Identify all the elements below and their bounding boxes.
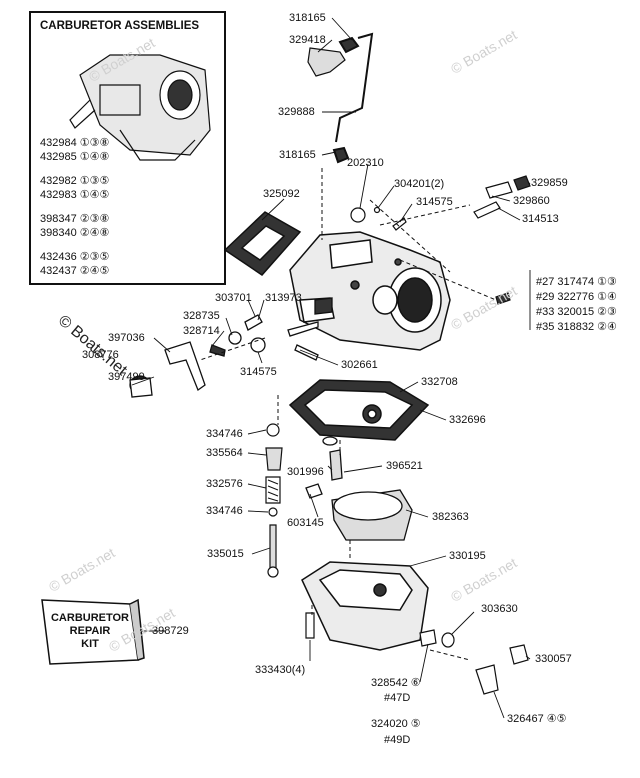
part-number-label: #47D: [384, 692, 411, 704]
bottom-hardware: [305, 612, 529, 695]
part-number-label: 328714: [183, 325, 220, 337]
part-number-label: 304201(2): [394, 178, 445, 190]
part-number-label: 396521: [386, 460, 423, 472]
repair-kit-box: [41, 598, 145, 665]
part-number-label: 318165: [279, 149, 316, 161]
part-number-label: 398729: [152, 625, 189, 637]
part-number-label: 332708: [421, 376, 458, 388]
part-number-label: 325092: [263, 188, 300, 200]
assemblies-box-frame: [29, 11, 226, 285]
float-bowl: [301, 561, 429, 651]
part-number-label: 397036: [108, 332, 145, 344]
jet-option: #27 317474 ①③: [536, 276, 617, 288]
repair-kit-label-line: KIT: [81, 638, 99, 650]
assembly-item: 432982 ①③⑤: [40, 175, 110, 187]
part-number-label: 314513: [522, 213, 559, 225]
part-number-label: 328735: [183, 310, 220, 322]
assembly-item: 398347 ②③⑧: [40, 213, 110, 225]
part-number-label: 326467 ④⑤: [507, 713, 567, 725]
leader-lines: [131, 17, 531, 719]
part-number-label: 314575: [240, 366, 277, 378]
part-number-label: 314575: [416, 196, 453, 208]
repair-kit-label-line: CARBURETOR: [50, 612, 130, 624]
part-number-label: 332696: [449, 414, 486, 426]
repair-kit-label-line: REPAIR: [69, 625, 111, 637]
assembly-item: 432436 ②③⑤: [40, 251, 110, 263]
throttle-linkage: [129, 297, 333, 398]
bowl-gasket: [288, 379, 430, 441]
part-number-label: 302661: [341, 359, 378, 371]
jet-option: #33 320015 ②③: [536, 306, 617, 318]
part-number-label: 308776: [82, 349, 119, 361]
part-number-label: 318165: [289, 12, 326, 24]
carburetor-body: [289, 231, 451, 351]
part-number-label: 397499: [108, 371, 145, 383]
top-hardware: [350, 175, 531, 305]
part-number-label: 328542 ⑥: [371, 677, 421, 689]
part-number-label: 329860: [513, 195, 550, 207]
part-number-label: 335015: [207, 548, 244, 560]
part-number-label: 332576: [206, 478, 243, 490]
flange-gasket: [223, 211, 302, 276]
part-number-label: 303630: [481, 603, 518, 615]
assembly-item: 398340 ②④⑧: [40, 227, 110, 239]
part-number-label: 334746: [206, 428, 243, 440]
exploded-view-guides: [199, 168, 497, 661]
jet-option: #35 318832 ②④: [536, 321, 617, 333]
needle-and-float: [305, 436, 413, 541]
carburetor-assembly-sketch: [69, 54, 211, 161]
part-number-label: 329418: [289, 34, 326, 46]
jet-option: #29 322776 ①④: [536, 291, 617, 303]
part-number-label: 313973: [265, 292, 302, 304]
part-number-label: 382363: [432, 511, 469, 523]
part-number-label: 324020 ⑤: [371, 718, 421, 730]
part-number-label: 303701: [215, 292, 252, 304]
repair-kit-label: CARBURETOR REPAIR KIT: [48, 612, 132, 651]
part-number-label: 329888: [278, 106, 315, 118]
idle-mixture-parts: [265, 423, 283, 578]
part-number-label: 333430(4): [255, 664, 306, 676]
part-number-label: 329859: [531, 177, 568, 189]
assembly-item: 432983 ①④⑤: [40, 189, 110, 201]
part-number-label: 335564: [206, 447, 243, 459]
part-number-label: #49D: [384, 734, 411, 746]
choke-link-rod: [307, 32, 374, 164]
part-number-label: 603145: [287, 517, 324, 529]
part-number-label: 301996: [287, 466, 324, 478]
part-number-label: 334746: [206, 505, 243, 517]
assembly-item: 432437 ②④⑤: [40, 265, 110, 277]
part-number-label: 202310: [347, 157, 384, 169]
part-number-label: 330195: [449, 550, 486, 562]
part-number-label: 330057: [535, 653, 572, 665]
assembly-item: 432984 ①③⑧: [40, 137, 110, 149]
assembly-item: 432985 ①④⑧: [40, 151, 110, 163]
assemblies-box-title: CARBURETOR ASSEMBLIES: [40, 20, 200, 32]
